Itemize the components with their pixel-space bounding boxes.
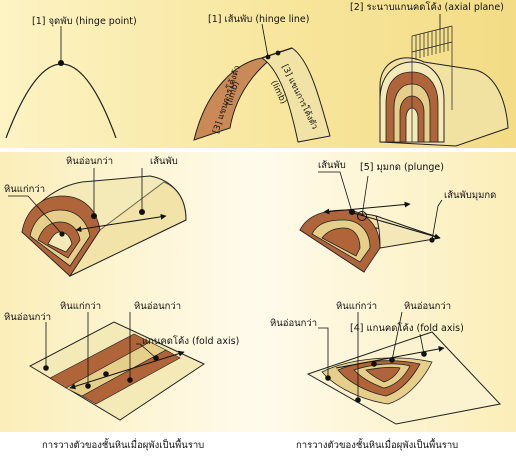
older-rock-label-bottom-right: หินแก่กว่า (336, 301, 377, 312)
younger-rock-left-label-bottom-left: หินอ่อนกว่า (4, 312, 51, 323)
younger-rock-right-label-bottom-left: หินอ่อนกว่า (134, 301, 181, 312)
caption-bottom-left: การวางตัวของชั้นหินเมื่อผุพังเป็นพื้นราบ (42, 438, 204, 451)
plunge-line-label: เส้นพับมุมกด (444, 190, 496, 201)
older-rock-label-mid-left: หินแก่กว่า (4, 184, 45, 195)
anticline-block-left: หินอ่อนกว่า เส้นพับ หินแก่กว่า (4, 156, 187, 278)
flat-outcrop-right: หินแก่กว่า หินอ่อนกว่า หินอ่อนกว่า [4] แ… (270, 301, 501, 425)
younger-rock-mid-label-bottom-right: หินอ่อนกว่า (404, 301, 451, 312)
plunge-label: [5] มุมกด (plunge) (360, 162, 444, 173)
axial-plane-label: [2] ระนาบแกนคดโค้ง (axial plane) (350, 1, 504, 13)
fold-axis-label-bottom-right: [4] แกนคดโค้ง (fold axis) (350, 322, 464, 334)
fold-axis-label-bottom-left: แกนคดโค้ง (fold axis) (142, 335, 239, 347)
axial-plane-figure: [2] ระนาบแกนคดโค้ง (axial plane) (350, 1, 509, 147)
younger-rock-left-label-bottom-right: หินอ่อนกว่า (270, 318, 317, 329)
older-rock-label-bottom-left: หินแก่กว่า (60, 301, 101, 312)
flat-outcrop-left: หินแก่กว่า หินอ่อนกว่า หินอ่อนกว่า แกนคด… (4, 301, 239, 421)
hinge-point-label: [1] จุดพับ (hinge point) (32, 16, 137, 27)
hinge-point-figure: [1] จุดพับ (hinge point) (5, 16, 137, 139)
plunging-fold-block: เส้นพับ [5] มุมกด (plunge) เส้นพับมุมกด (299, 160, 496, 273)
hinge-line-label-mid-right: เส้นพับ (318, 160, 346, 171)
hinge-line-label-mid-left: เส้นพับ (150, 156, 178, 167)
younger-rock-label-mid-left: หินอ่อนกว่า (66, 156, 113, 167)
hinge-line-label: [1] เส้นพับ (hinge line) (208, 14, 309, 25)
caption-bottom-right: การวางตัวของชั้นหินเมื่อผุพังเป็นพื้นราบ (296, 438, 458, 451)
